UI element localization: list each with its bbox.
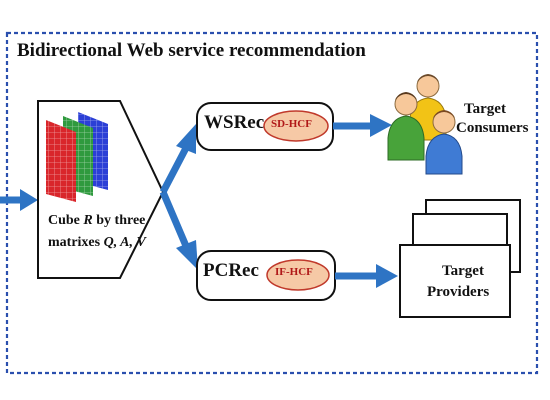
arrow-to-consumers-head — [370, 114, 392, 137]
wsrec-label: WSRec — [204, 112, 265, 133]
arrow-to-providers-head — [376, 264, 398, 288]
target-providers-line1: Target — [442, 263, 484, 279]
pcrec-method-pill — [266, 259, 330, 291]
arrow-to-pcrec-head — [176, 240, 198, 270]
wsrec-method-label: SD-HCF — [271, 118, 312, 130]
pcrec-label: PCRec — [203, 260, 259, 281]
target-consumers-line1: Target — [464, 101, 506, 117]
target-consumers-line2: Consumers — [456, 120, 529, 136]
arrow-to-wsrec — [159, 146, 190, 194]
incoming-arrowhead — [20, 189, 38, 211]
matrix-cube-icon — [46, 112, 108, 202]
documents-icon — [399, 199, 521, 318]
diagram-title: Bidirectional Web service recommendation — [17, 40, 366, 61]
target-providers-line2: Providers — [427, 284, 490, 300]
arrow-to-wsrec-head — [176, 124, 196, 154]
cube-caption-line2: matrixes Q, A, V — [48, 235, 146, 250]
cube-caption-line1: Cube R by three — [48, 213, 146, 228]
arrow-to-pcrec — [159, 190, 190, 248]
wsrec-method-pill — [263, 110, 329, 142]
pcrec-method-label: IF-HCF — [275, 266, 313, 278]
people-icon — [387, 74, 463, 175]
